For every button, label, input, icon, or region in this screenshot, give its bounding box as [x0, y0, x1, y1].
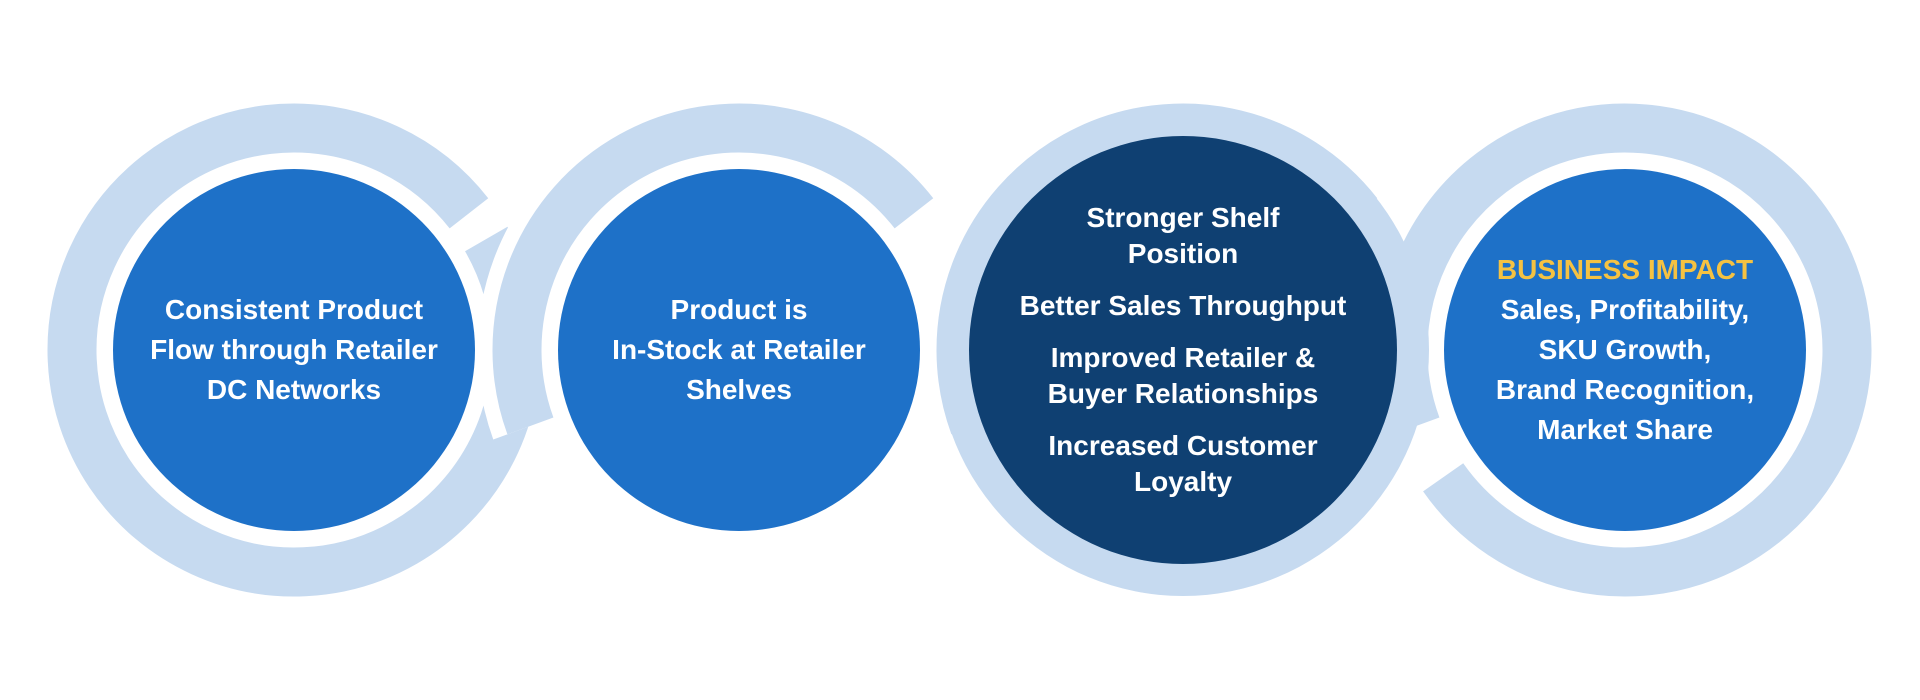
benefit-improved-relationships: Improved Retailer & Buyer Relationships — [1048, 340, 1319, 412]
node-line: Stronger Shelf — [1086, 202, 1280, 233]
node-line: Flow through Retailer — [150, 334, 438, 365]
node-line: DC Networks — [206, 374, 382, 405]
node-line: In-Stock at Retailer — [612, 334, 866, 365]
node-line: SKU Growth, — [1538, 334, 1712, 365]
node-line: Sales, Profitability, — [1500, 294, 1750, 325]
ring-arc — [47, 103, 541, 597]
node-line: Shelves — [686, 374, 792, 405]
node-disc — [558, 169, 920, 531]
benefit-stronger-shelf-position: Stronger Shelf Position — [1087, 200, 1280, 272]
node-line: Improved Retailer & — [1050, 342, 1316, 373]
node-line: Better Sales Throughput — [1019, 290, 1347, 321]
node-product-in-stock: Product is In-Stock at Retailer Shelves — [558, 169, 920, 531]
node-disc — [969, 136, 1397, 564]
node-line: Market Share — [1537, 414, 1713, 445]
benefit-better-sales-throughput: Better Sales Throughput — [1020, 288, 1347, 324]
node-line: Brand Recognition, — [1495, 374, 1755, 405]
business-impact-heading: BUSINESS IMPACT — [1496, 254, 1754, 285]
ring-arc — [492, 103, 934, 435]
node-disc — [113, 169, 475, 531]
benefit-increased-loyalty: Increased Customer Loyalty — [1048, 428, 1317, 500]
node-line: Position — [1127, 238, 1239, 269]
node-line: Loyalty — [1133, 466, 1233, 497]
node-consistent-product-flow: Consistent Product Flow through Retailer… — [113, 169, 475, 531]
node-line: Buyer Relationships — [1047, 378, 1319, 409]
node-business-impact: BUSINESS IMPACT Sales, Profitability, SK… — [1444, 169, 1806, 531]
node-disc — [1444, 169, 1806, 531]
node-benefits: Stronger Shelf Position Better Sales Thr… — [969, 136, 1397, 564]
node-line: Consistent Product — [164, 294, 424, 325]
node-line: Increased Customer — [1048, 430, 1318, 461]
node-line: Product is — [670, 294, 808, 325]
ring-arc — [1378, 103, 1872, 597]
